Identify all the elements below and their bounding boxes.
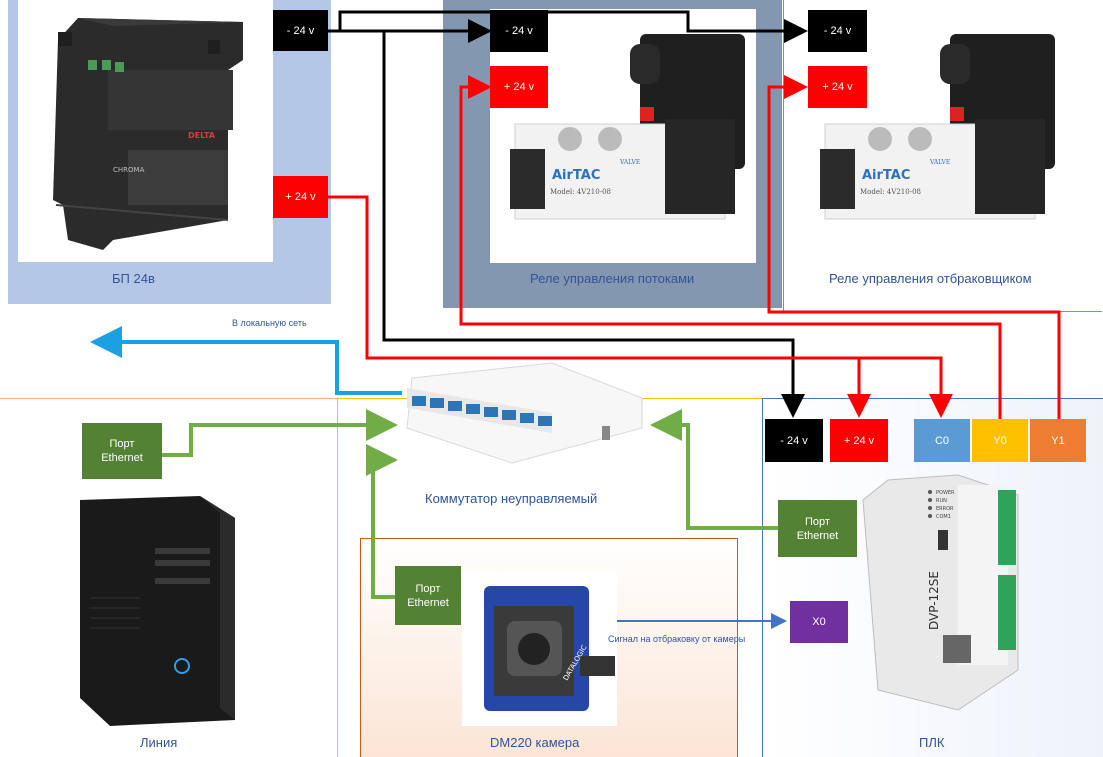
valve-label-text: VALVE [929, 159, 950, 166]
plc-led-error: ERROR [936, 506, 954, 512]
wire-y0-to-flow [459, 75, 1002, 422]
line-panel [0, 398, 338, 757]
plc-minus24-tag: - 24 v [765, 419, 823, 462]
psu-model-text: CHROMA [113, 166, 145, 174]
reject-relay-label: Реле управления отбраковщиком [829, 271, 1032, 286]
pc-ethernet-port-line1: Порт [109, 438, 135, 450]
pc-ethernet-port-tag: Порт Ethernet [82, 423, 162, 479]
valve-model-text: Model: 4V210-08 [860, 188, 921, 196]
wire-minus24-to-reject [338, 10, 808, 43]
computer-icon [80, 496, 235, 726]
pc-tower-image [70, 488, 242, 728]
switch-label: Коммутатор неуправляемый [425, 491, 598, 506]
valve-label-text: VALVE [619, 159, 640, 166]
plc-led-com1: COM1 [936, 514, 951, 520]
wire-to-local-network [90, 326, 402, 395]
valve-model-text: Model: 4V210-08 [550, 188, 611, 196]
wire-minus24-to-plc [382, 31, 805, 418]
psu-label: БП 24в [112, 271, 155, 286]
reject-relay-plus24-tag: + 24 v [808, 66, 867, 108]
psu-plus24-tag: + 24 v [273, 176, 328, 218]
plc-y1-tag: Y1 [1030, 419, 1086, 462]
plc-label: ПЛК [919, 735, 945, 750]
camera-ethernet-port-line2: Ethernet [407, 596, 449, 609]
plc-ethernet-port-tag: Порт Ethernet [778, 500, 857, 557]
local-network-label: В локальную сеть [232, 318, 307, 328]
psu-brand-text: DELTA [188, 131, 216, 140]
plc-ethernet-port-line1: Порт [805, 515, 830, 528]
wire-plus24-to-c0 [859, 356, 953, 418]
plc-led-power: POWER [936, 490, 955, 496]
power-supply-icon: DELTA CHROMA [53, 18, 243, 250]
wire-plus24-to-plc [328, 195, 871, 418]
flow-relay-minus24-tag: - 24 v [490, 10, 548, 52]
pc-ethernet-port-line2: Ethernet [101, 452, 143, 464]
plc-led-run: RUN [936, 498, 947, 504]
psu-minus24-tag: - 24 v [273, 10, 328, 51]
wire-ethernet-pc [162, 409, 398, 457]
plc-icon: POWER RUN ERROR COM1 DVP-12SE [862, 474, 1019, 711]
plc-plus24-tag: + 24 v [830, 419, 888, 462]
wire-ethernet-plc [650, 409, 778, 530]
camera-icon: DATALOGIC [484, 586, 615, 711]
wire-y1-to-reject [767, 75, 1061, 422]
switch-image [402, 358, 648, 468]
plc-y0-tag: Y0 [972, 419, 1028, 462]
flow-relay-plus24-tag: + 24 v [490, 66, 548, 108]
wire-ethernet-camera [366, 444, 398, 599]
plc-ethernet-port-line2: Ethernet [796, 529, 839, 542]
psu-image-frame: DELTA CHROMA [18, 0, 273, 262]
plc-x0-tag: X0 [790, 601, 848, 643]
plc-c0-tag: C0 [914, 419, 970, 462]
reject-relay-image-frame: AirTAC VALVE Model: 4V210-08 [800, 9, 1066, 263]
camera-label: DM220 камера [490, 735, 580, 750]
camera-ethernet-port-tag: Порт Ethernet [395, 566, 461, 625]
solenoid-valve-icon: AirTAC VALVE Model: 4V210-08 [510, 34, 745, 220]
camera-signal-label: Сигнал на отбраковку от камеры [608, 634, 746, 644]
camera-image-frame: DATALOGIC [462, 571, 617, 726]
line-label: Линия [140, 735, 178, 750]
reject-relay-minus24-tag: - 24 v [808, 10, 867, 52]
flow-relay-label: Реле управления потоками [530, 271, 695, 286]
camera-ethernet-port-line1: Порт [415, 582, 441, 595]
valve-brand-text: AirTAC [552, 168, 600, 183]
plc-image: POWER RUN ERROR COM1 DVP-12SE [858, 470, 1023, 712]
network-switch-icon [406, 362, 643, 464]
valve-brand-text: AirTAC [862, 168, 910, 183]
plc-model-text: DVP-12SE [927, 571, 941, 630]
solenoid-valve-icon: AirTAC VALVE Model: 4V210-08 [820, 34, 1055, 220]
